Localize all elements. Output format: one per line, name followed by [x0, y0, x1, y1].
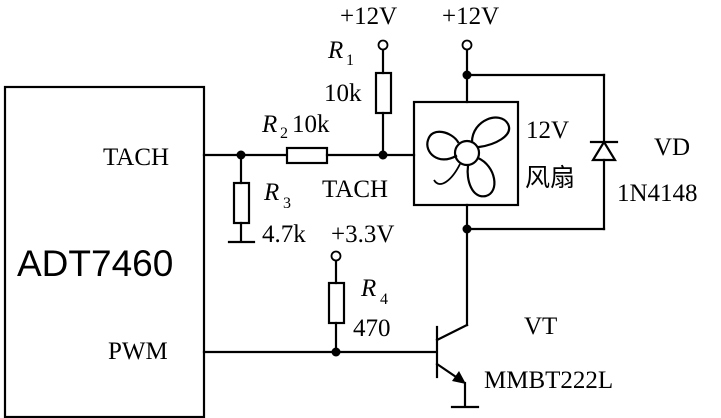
r1-resistor [374, 71, 393, 115]
junction-pwm-r4 [331, 347, 341, 357]
r2-value: 10k [292, 111, 330, 138]
transistor-emitter-arrow [452, 371, 466, 384]
r3-ref-sub: 3 [283, 195, 291, 212]
supply-terminal-3v3 [330, 250, 342, 262]
r1-ref: R [327, 37, 343, 64]
diode-ref: VD [654, 134, 690, 161]
r4-ref-sub: 4 [380, 291, 388, 308]
diode-part: 1N4148 [617, 180, 698, 207]
r2-ref-sub: 2 [280, 125, 288, 142]
supply-terminal-left [377, 39, 389, 51]
fan-voltage: 12V [526, 117, 569, 144]
r3-value: 4.7k [262, 221, 306, 248]
supply-label-left: +12V [340, 3, 397, 30]
chip-name: ADT7460 [17, 243, 173, 284]
r2-resistor [285, 146, 329, 165]
supply-label-right: +12V [442, 3, 499, 30]
supply-terminal-right [461, 39, 473, 51]
r4-ref: R [360, 275, 376, 302]
fan-tach-label: TACH [322, 176, 388, 203]
r2-ref: R [261, 111, 277, 138]
transistor-part: MMBT222L [484, 367, 613, 394]
transistor-ref: VT [524, 313, 557, 340]
fan-name: 风扇 [525, 163, 575, 192]
r4-value: 470 [353, 315, 391, 342]
chip-pin-tach-label: TACH [103, 144, 169, 171]
r4-resistor [327, 281, 346, 325]
adt7460-chip-body [3, 85, 206, 418]
r3-ref: R [263, 179, 279, 206]
diode-symbol [591, 139, 617, 162]
r1-ref-sub: 1 [346, 52, 354, 69]
r3-resistor [232, 181, 251, 225]
supply-label-3v3: +3.3V [331, 221, 394, 248]
r1-value: 10k [324, 80, 362, 107]
transistor-collector-lead [435, 323, 469, 342]
chip-pin-pwm-label: PWM [108, 338, 168, 365]
fan-icon [426, 116, 511, 198]
